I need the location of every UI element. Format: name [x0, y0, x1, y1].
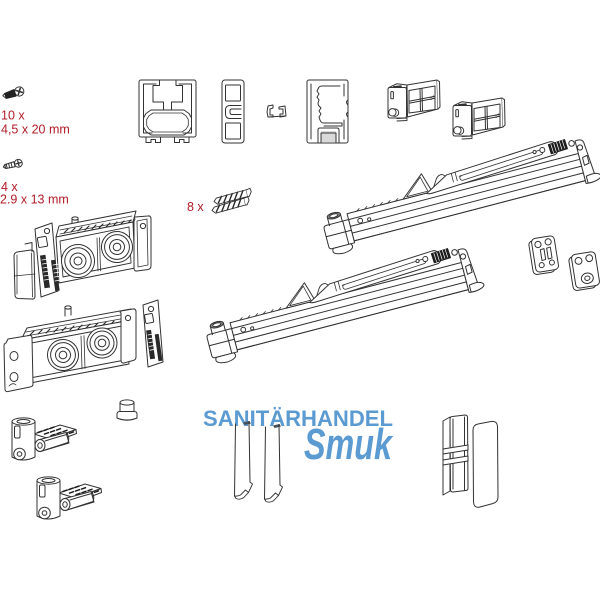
svg-text:Smuk: Smuk — [304, 420, 394, 469]
svg-text:10 x: 10 x — [1, 109, 25, 123]
svg-text:8 x: 8 x — [187, 200, 204, 214]
svg-text:4,5 x 20 mm: 4,5 x 20 mm — [1, 123, 70, 137]
svg-text:4 x: 4 x — [1, 180, 18, 194]
svg-text:SANITÄRHANDEL: SANITÄRHANDEL — [203, 406, 393, 431]
svg-text:2.9 x 13 mm: 2.9 x 13 mm — [0, 193, 69, 207]
